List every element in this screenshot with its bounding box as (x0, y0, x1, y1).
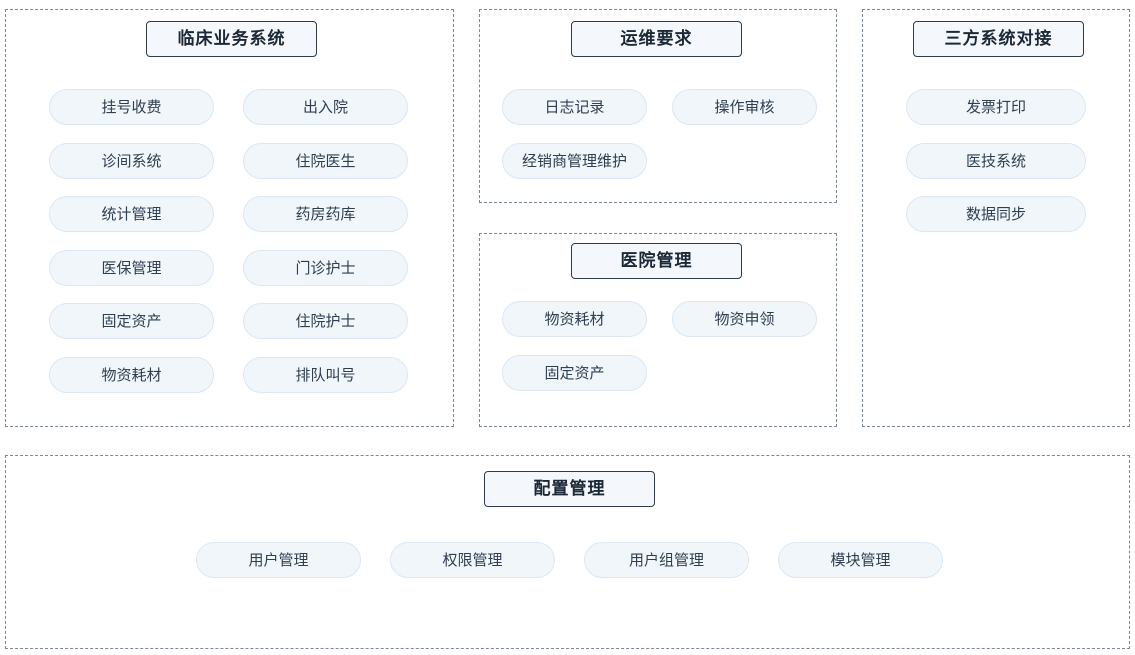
module-pill[interactable]: 医保管理 (49, 250, 214, 286)
module-pill[interactable]: 用户组管理 (584, 542, 749, 578)
module-pill[interactable]: 统计管理 (49, 196, 214, 232)
module-pill[interactable]: 住院护士 (243, 303, 408, 339)
module-pill[interactable]: 固定资产 (49, 303, 214, 339)
clinical-business-panel: 临床业务系统 挂号收费 出入院 诊间系统 住院医生 统计管理 药房药库 医保管理… (5, 9, 454, 427)
clinical-business-title: 临床业务系统 (146, 21, 317, 57)
module-pill[interactable]: 门诊护士 (243, 250, 408, 286)
module-pill[interactable]: 物资申领 (672, 301, 817, 337)
module-pill[interactable]: 挂号收费 (49, 89, 214, 125)
configuration-management-title: 配置管理 (484, 471, 655, 507)
module-pill[interactable]: 用户管理 (196, 542, 361, 578)
module-pill[interactable]: 模块管理 (778, 542, 943, 578)
hospital-management-title: 医院管理 (571, 243, 742, 279)
module-pill[interactable]: 权限管理 (390, 542, 555, 578)
operations-title: 运维要求 (571, 21, 742, 57)
module-pill[interactable]: 出入院 (243, 89, 408, 125)
module-pill[interactable]: 数据同步 (906, 196, 1086, 232)
module-pill[interactable]: 物资耗材 (502, 301, 647, 337)
module-pill[interactable]: 物资耗材 (49, 357, 214, 393)
module-pill[interactable]: 药房药库 (243, 196, 408, 232)
third-party-integration-title: 三方系统对接 (913, 21, 1084, 57)
module-pill[interactable]: 操作审核 (672, 89, 817, 125)
configuration-management-panel: 配置管理 用户管理 权限管理 用户组管理 模块管理 (5, 455, 1130, 649)
module-pill[interactable]: 发票打印 (906, 89, 1086, 125)
module-pill[interactable]: 经销商管理维护 (502, 143, 647, 179)
module-pill[interactable]: 排队叫号 (243, 357, 408, 393)
module-pill[interactable]: 诊间系统 (49, 143, 214, 179)
operations-panel: 运维要求 日志记录 操作审核 经销商管理维护 (479, 9, 837, 203)
module-pill[interactable]: 固定资产 (502, 355, 647, 391)
hospital-management-panel: 医院管理 物资耗材 物资申领 固定资产 (479, 233, 837, 427)
module-pill[interactable]: 日志记录 (502, 89, 647, 125)
third-party-integration-panel: 三方系统对接 发票打印 医技系统 数据同步 (862, 9, 1130, 427)
module-pill[interactable]: 医技系统 (906, 143, 1086, 179)
module-pill[interactable]: 住院医生 (243, 143, 408, 179)
